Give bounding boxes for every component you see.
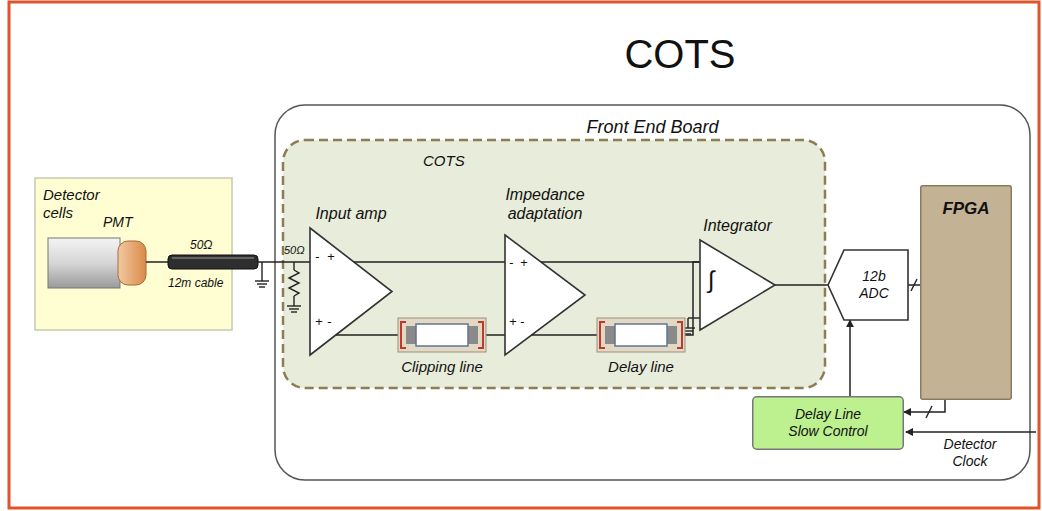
line-terminal <box>600 322 605 348</box>
clock-arrow <box>906 431 1036 433</box>
amplifier-outline <box>505 235 585 355</box>
signal-wire <box>392 261 505 263</box>
impedance-label: 50Ω <box>190 238 212 252</box>
delay-line-box-shape <box>597 318 685 352</box>
integrator-triangle: Integrator∫ <box>700 240 775 330</box>
signal-wire <box>486 334 505 336</box>
coax-cable <box>168 255 258 269</box>
line-cap <box>667 326 677 344</box>
node-sublabel: PMT <box>103 214 133 231</box>
signal-wire <box>585 261 700 263</box>
slide-title: COTS <box>560 30 800 78</box>
clock-label: Detector Clock <box>934 436 1006 470</box>
control-arrow <box>849 320 851 396</box>
ground-symbol <box>255 262 269 287</box>
slide-frame <box>9 2 1039 508</box>
node-label: Integrator <box>685 216 790 235</box>
line-terminal <box>401 322 406 348</box>
amplifier-outline <box>310 228 392 355</box>
adc-outline <box>828 250 908 320</box>
node-label: Impedance adaptation <box>475 185 615 223</box>
polarity-sign: + <box>315 314 323 330</box>
line-terminal <box>677 322 682 348</box>
amplifier-triangle: Impedance adaptation <box>505 235 585 355</box>
polarity-sign: - <box>315 249 319 265</box>
line-cap <box>468 326 478 344</box>
output-wire <box>532 334 585 336</box>
signal-wire <box>585 334 597 336</box>
slow-control-box: Delay Line Slow Control <box>752 396 904 450</box>
node-label: Delay line <box>577 358 705 376</box>
detector-box-shape <box>35 178 232 330</box>
amplifier-triangle-shape <box>310 228 392 355</box>
fpga-block: FPGA <box>920 185 1012 400</box>
board-outline: Input ampClipping lineImpedance adaptati… <box>275 105 1030 480</box>
node-label: COTS <box>423 152 465 170</box>
output-wire <box>336 334 392 336</box>
output-wire <box>354 261 392 263</box>
line-tube <box>615 324 667 346</box>
adc-block: 12b ADC <box>828 250 908 320</box>
polarity-sign: + <box>509 314 517 330</box>
output-wire <box>541 261 585 263</box>
cable-label: 12m cable <box>168 276 223 290</box>
polarity-sign: + <box>520 255 528 271</box>
clipping-line-box-shape <box>398 318 486 352</box>
cots-region: Input ampClipping lineImpedance adaptati… <box>283 140 825 388</box>
amplifier-triangle: Input amp <box>310 228 392 355</box>
pmt-symbol <box>48 238 170 288</box>
node-label: Front End Board <box>275 117 1030 139</box>
node-label: FPGA <box>926 199 1006 219</box>
node-label: Clipping line <box>378 358 506 376</box>
node-sublabel: ∫ <box>708 266 715 295</box>
amplifier-outline <box>700 240 775 330</box>
polarity-sign: - <box>327 314 331 330</box>
node-label: Delay Line Slow Control <box>782 406 874 440</box>
delay-line-box: Delay line <box>597 318 685 352</box>
board-outline-shape <box>275 105 1030 480</box>
signal-wire <box>775 284 828 286</box>
node-label: Input amp <box>290 204 412 223</box>
polarity-sign: - <box>509 255 513 271</box>
control-arrow <box>904 400 945 412</box>
amplifier-triangle-shape <box>505 235 585 355</box>
line-tube <box>416 324 468 346</box>
signal-wire <box>685 262 700 335</box>
detector-box: Detector cellsPMT <box>35 178 232 330</box>
line-cap <box>406 326 416 344</box>
polarity-sign: - <box>520 314 524 330</box>
block-outline <box>753 397 904 450</box>
line-cap <box>605 326 615 344</box>
cots-region-shape <box>283 140 825 388</box>
impedance-label: 50Ω <box>284 244 305 257</box>
resistor-symbol <box>287 262 301 312</box>
line-housing <box>597 318 685 352</box>
line-housing <box>398 318 486 352</box>
clipping-line-box: Clipping line <box>398 318 486 352</box>
block-outline <box>921 186 1012 400</box>
node-label: 12b ADC <box>852 268 896 302</box>
line-terminal <box>478 322 483 348</box>
signal-wire <box>392 334 398 336</box>
polarity-sign: + <box>327 249 335 265</box>
